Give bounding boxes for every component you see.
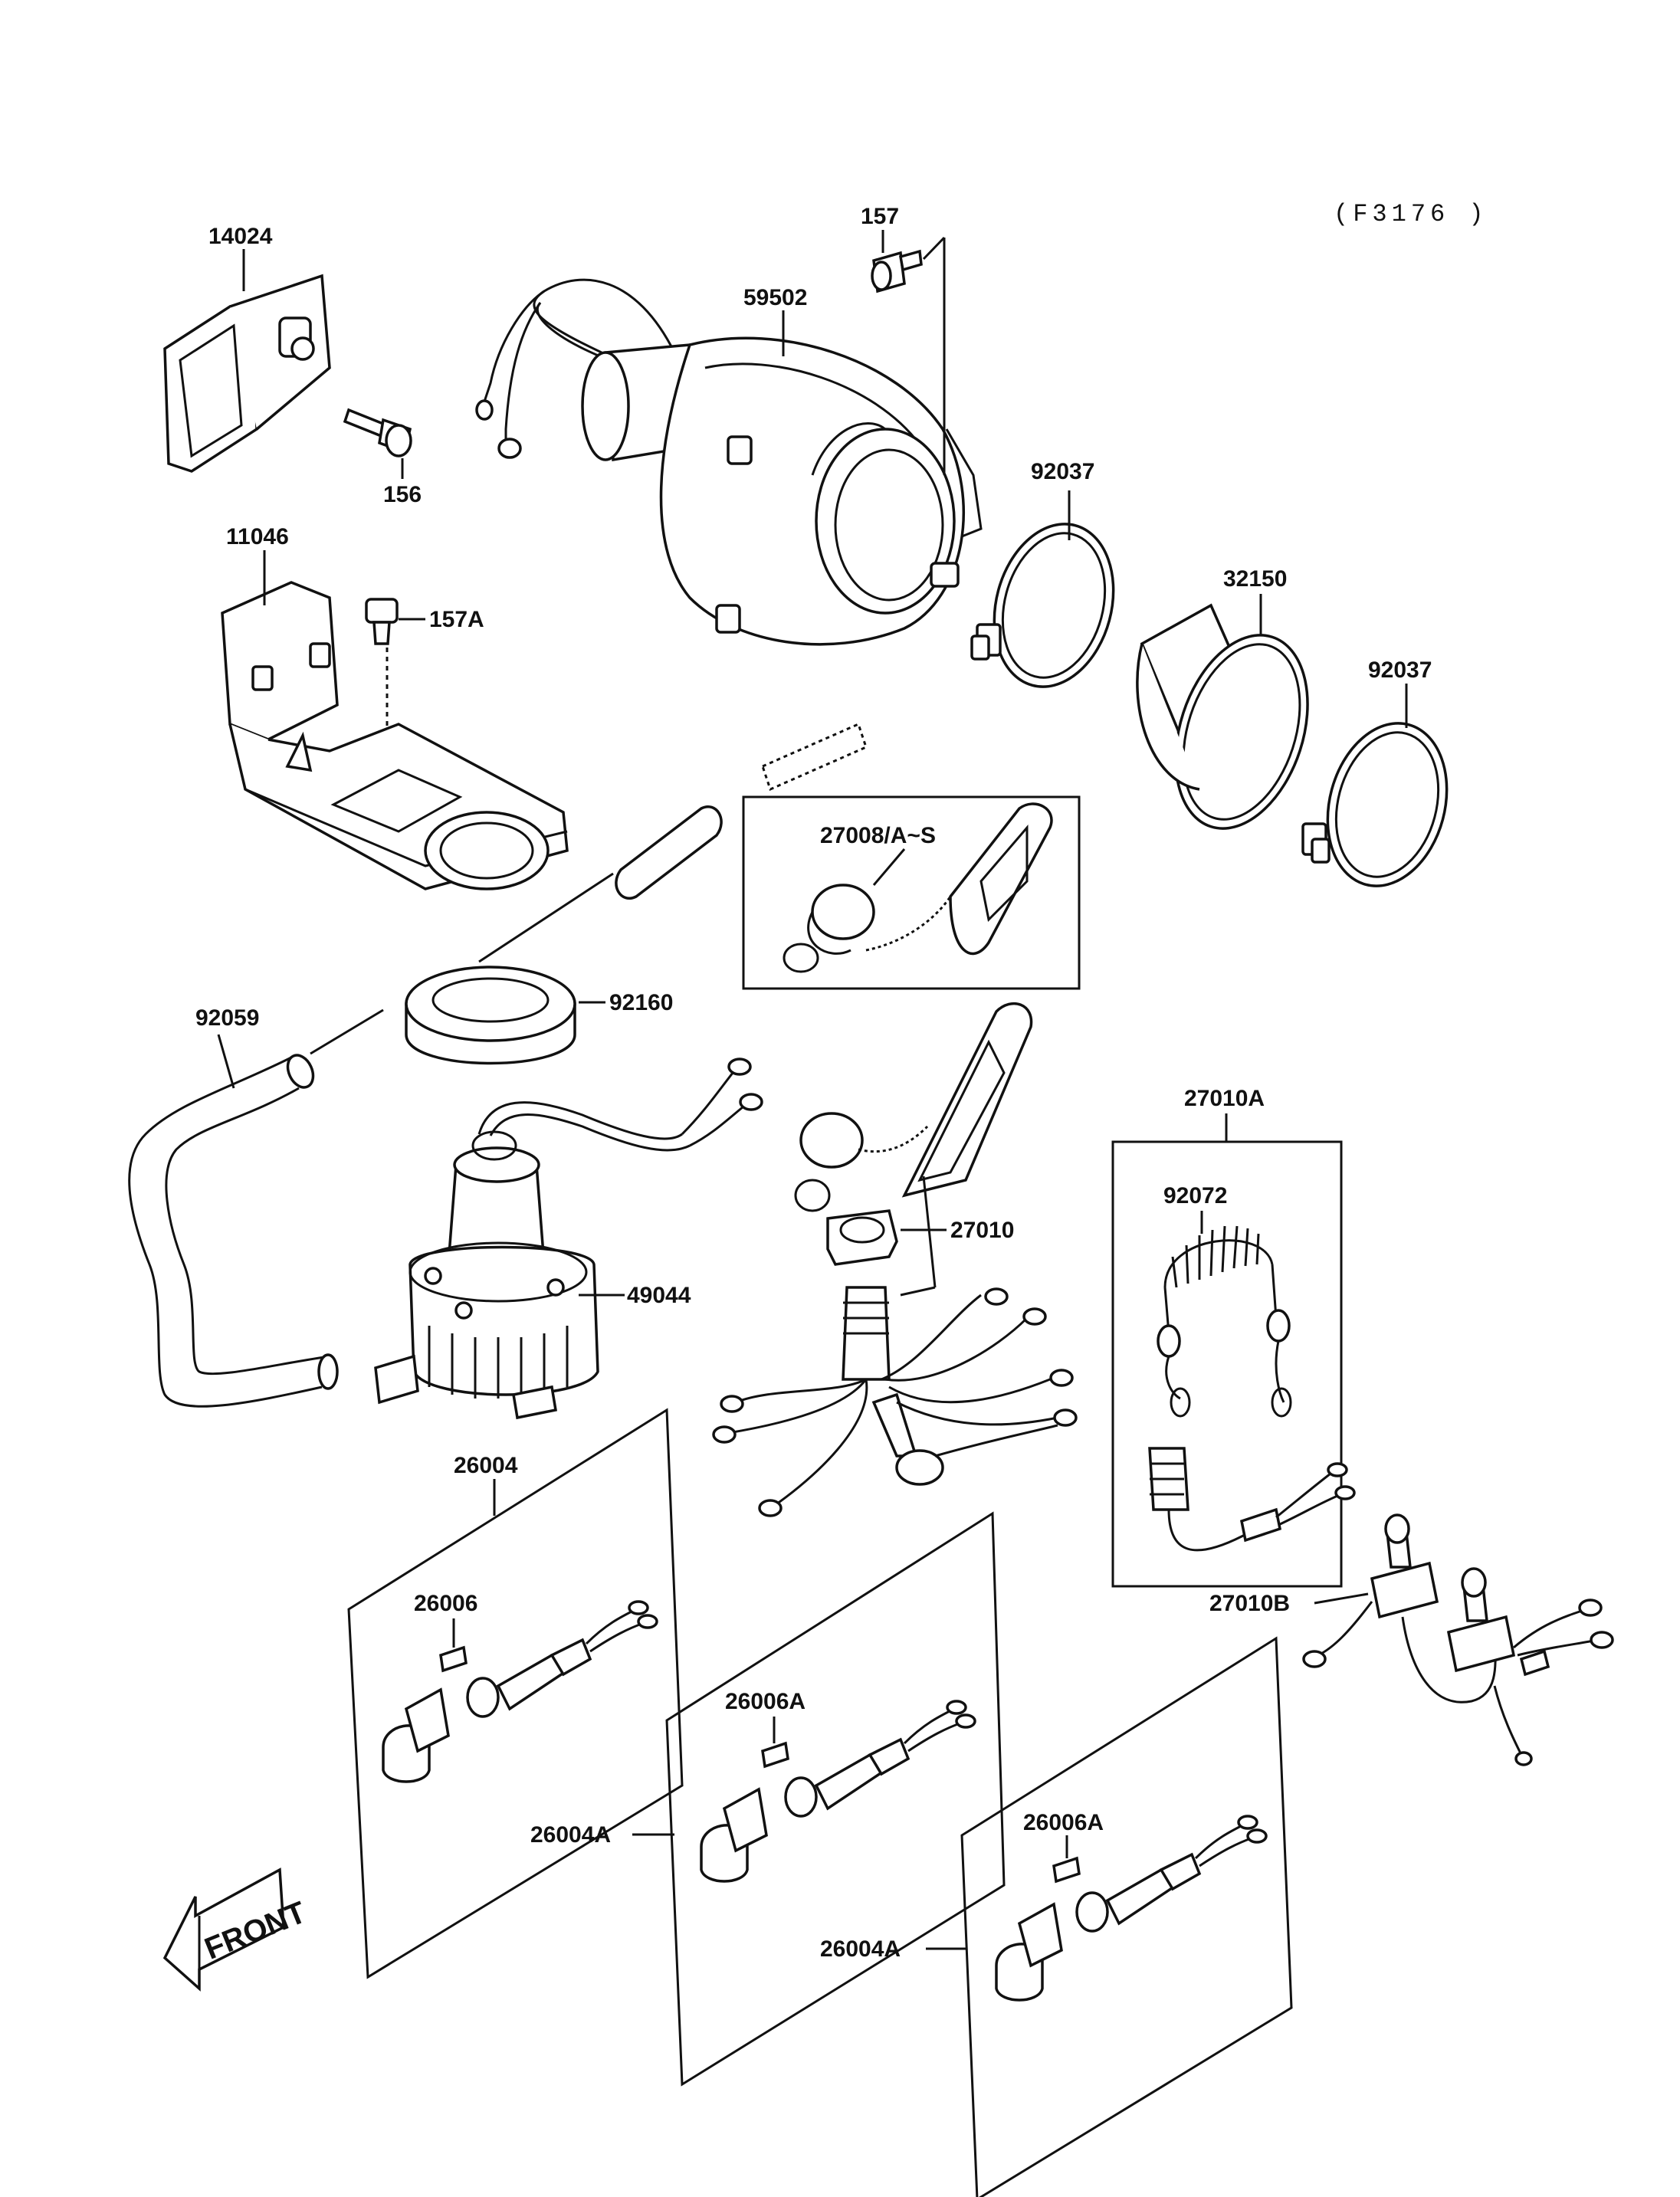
label-27010A: 27010A — [1184, 1086, 1265, 1111]
label-92037-upper: 92037 — [1031, 459, 1094, 484]
label-14024: 14024 — [208, 224, 273, 249]
part-92059-hose — [128, 1054, 339, 1408]
leader-27008 — [872, 848, 906, 886]
leader-92059-b — [310, 1008, 384, 1055]
leader-27010B — [1314, 1592, 1369, 1605]
box-27010A — [1111, 1140, 1343, 1588]
leader-92059 — [217, 1034, 235, 1089]
label-26006A-low: 26006A — [1023, 1810, 1104, 1835]
label-32150: 32150 — [1223, 566, 1287, 592]
label-59502: 59502 — [743, 285, 807, 310]
label-157A: 157A — [429, 607, 484, 632]
part-92037-clamp-lower — [1301, 722, 1449, 887]
part-26004-breaker — [382, 1600, 658, 1783]
box-26004A-low — [960, 1636, 1293, 2197]
label-92037-lower: 92037 — [1368, 657, 1432, 683]
leader-hose-short — [478, 872, 614, 963]
part-92160-grommet — [405, 966, 576, 1065]
leader-27010-a — [922, 1176, 937, 1288]
label-49044: 49044 — [627, 1283, 691, 1308]
label-27010: 27010 — [950, 1218, 1014, 1243]
label-26006A-mid: 26006A — [725, 1689, 806, 1714]
diagram-code: (F3176 ) — [1334, 200, 1488, 228]
leader-27010-b — [900, 1286, 936, 1297]
part-157-bolt — [871, 249, 923, 293]
box-27008 — [742, 795, 1081, 990]
part-92037-clamp-upper — [970, 523, 1115, 688]
part-92072-cord — [1148, 1225, 1356, 1552]
part-26004A-breaker-mid — [700, 1700, 976, 1883]
box-26004A-mid — [665, 1511, 1006, 2087]
label-156: 156 — [383, 482, 422, 507]
label-11046: 11046 — [226, 524, 289, 549]
label-27010B: 27010B — [1209, 1591, 1290, 1616]
label-27008: 27008/A~S — [820, 823, 936, 848]
leader-157-a — [922, 236, 946, 261]
part-11046-bracket — [221, 581, 569, 890]
label-92072: 92072 — [1163, 1183, 1227, 1208]
label-26006: 26006 — [414, 1591, 477, 1616]
part-hose-short — [615, 805, 723, 900]
part-49044-pump — [374, 1058, 763, 1420]
label-92059: 92059 — [195, 1005, 259, 1031]
part-27010B-switch — [1302, 1513, 1614, 1766]
part-27008-lanyard — [783, 802, 1053, 973]
part-59502-blower — [475, 278, 983, 646]
label-26004: 26004 — [454, 1453, 518, 1478]
part-27010-switch — [712, 1002, 1078, 1517]
label-26004A-low: 26004A — [820, 1936, 901, 1962]
part-156-bolt — [343, 408, 412, 457]
label-92160: 92160 — [609, 990, 673, 1015]
label-26004A-mid: 26004A — [530, 1822, 611, 1848]
front-arrow-icon — [162, 1867, 285, 1992]
part-14024-cover — [163, 274, 331, 473]
label-157: 157 — [861, 204, 899, 229]
box-26004 — [347, 1408, 684, 1979]
part-157A-bolt — [365, 598, 399, 645]
part-26004A-breaker-low — [995, 1815, 1268, 2002]
part-dotted-plug — [761, 722, 868, 792]
part-32150-duct — [1136, 603, 1309, 830]
